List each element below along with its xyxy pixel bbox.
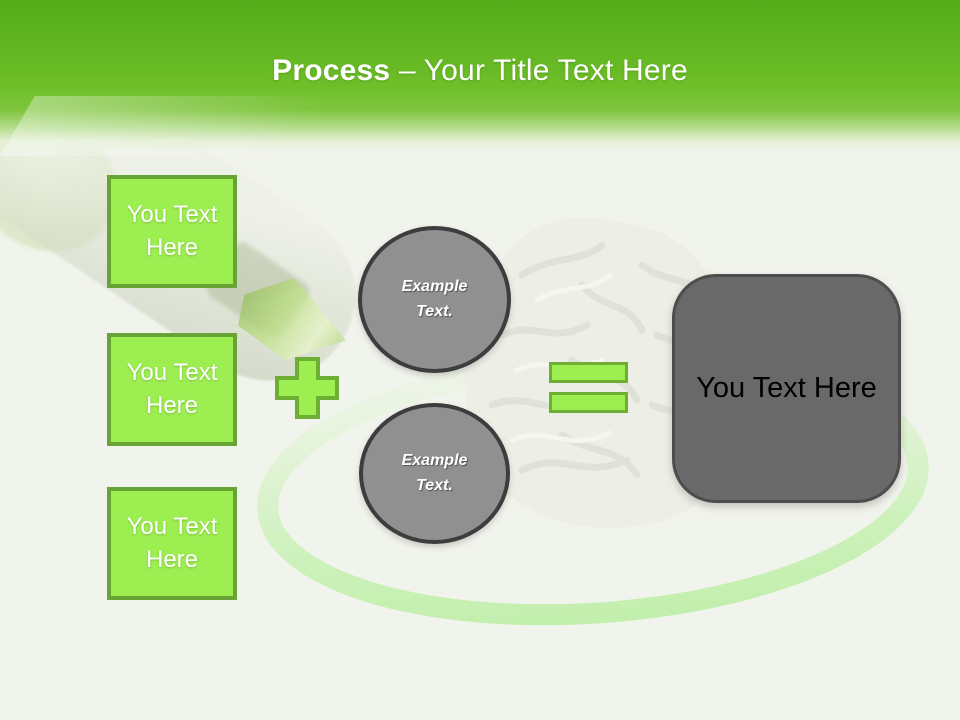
example-circle-2-label: Example Text. (401, 451, 468, 494)
input-box-2-label: You Text Here (126, 359, 218, 419)
equals-bar-bottom (549, 392, 628, 413)
slide-title-rest: – Your Title Text Here (390, 54, 688, 87)
plus-icon (275, 357, 339, 419)
equals-icon (549, 362, 628, 413)
slide-title-emphasis: Process (272, 54, 391, 87)
banner-sheen (0, 96, 455, 156)
example-circle-1[interactable]: Example Text. (358, 226, 511, 373)
result-box[interactable]: You Text Here (672, 274, 901, 503)
input-box-2[interactable]: You Text Here (107, 333, 237, 446)
example-circle-1-label: Example Text. (401, 277, 468, 320)
result-box-label: You Text Here (696, 372, 877, 404)
marker-tip-shape (238, 278, 346, 360)
input-box-1-label: You Text Here (126, 201, 218, 261)
title-banner (0, 0, 960, 156)
input-box-3[interactable]: You Text Here (107, 487, 237, 600)
input-box-1[interactable]: You Text Here (107, 175, 237, 288)
input-box-3-label: You Text Here (126, 513, 218, 573)
equals-bar-top (549, 362, 628, 383)
slide-title[interactable]: Process – Your Title Text Here (0, 54, 960, 88)
example-circle-2[interactable]: Example Text. (359, 403, 510, 544)
